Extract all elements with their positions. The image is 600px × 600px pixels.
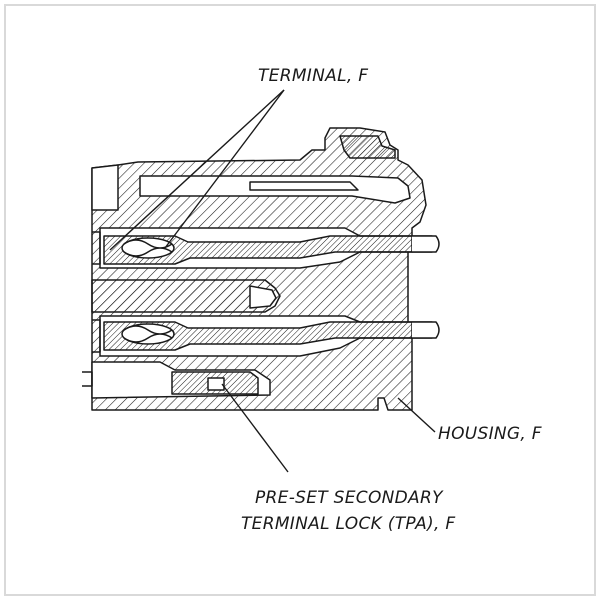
leader-housing [397, 397, 436, 433]
lower-terminal-spring-coil [123, 325, 173, 343]
tpa-label-line1: PRE-SET SECONDARY [255, 488, 443, 508]
leader-terminal-2 [164, 89, 285, 249]
middle-rib-tip [249, 285, 277, 309]
lower-wire [412, 321, 440, 339]
terminal-label: TERMINAL, F [258, 66, 369, 86]
upper-wire [412, 235, 440, 253]
front-stub-upper [92, 231, 101, 265]
leader-tpa [221, 383, 289, 473]
leader-lines [109, 89, 436, 473]
leader-terminal-1 [109, 89, 285, 251]
middle-rib [91, 279, 281, 313]
connector-drawing [82, 127, 440, 411]
front-edge [82, 371, 93, 387]
tpa-label-line2: TERMINAL LOCK (TPA), F [241, 514, 456, 534]
latch-notch [339, 135, 396, 159]
image-border [4, 4, 596, 596]
housing-front-face [91, 164, 119, 211]
housing-label: HOUSING, F [438, 424, 542, 444]
upper-terminal-spring [121, 237, 175, 259]
tpa-lock-window [207, 377, 225, 391]
latch-arm-slot [249, 181, 359, 191]
front-stub-lower [92, 319, 101, 353]
lower-terminal-spring [121, 323, 175, 345]
